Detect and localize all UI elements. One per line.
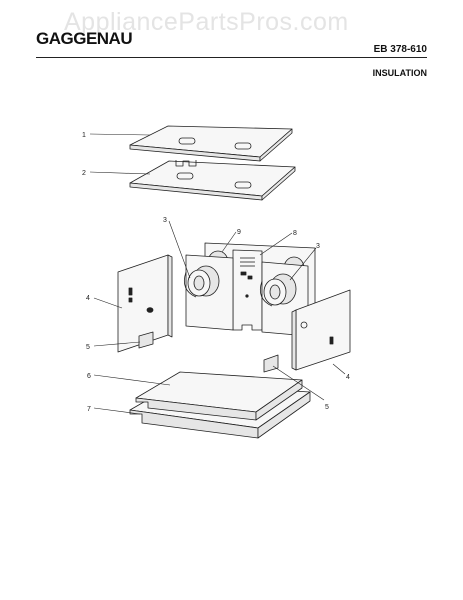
model-number: EB 378-610 <box>373 44 427 55</box>
callout-6: 6 <box>87 373 91 380</box>
header-rule <box>36 57 427 58</box>
callout-numbers: 1 2 3 9 8 3 4 5 4 6 5 7 <box>82 132 350 413</box>
part-1-top-insulation-panel <box>129 125 293 162</box>
callout-4-left: 4 <box>86 295 90 302</box>
part-4-left-side-panel <box>117 254 173 353</box>
leader-lines <box>89 133 346 415</box>
watermark: AppliancePartsPros.com <box>64 8 349 36</box>
part-2-insulation-panel <box>129 160 296 201</box>
callout-4-right: 4 <box>346 374 350 381</box>
callout-3-left: 3 <box>163 217 167 224</box>
callout-5-right: 5 <box>325 404 329 411</box>
callout-9: 9 <box>237 229 241 236</box>
callout-8: 8 <box>293 230 297 237</box>
callout-5-left: 5 <box>86 344 90 351</box>
part-8-center-divider <box>232 249 263 331</box>
part-5-right-pad <box>263 354 279 373</box>
callout-1: 1 <box>82 132 86 139</box>
part-6-floor-insulation-panel <box>135 371 303 421</box>
part-3-left-collar <box>183 265 220 298</box>
callout-3-right: 3 <box>316 243 320 250</box>
section-title: INSULATION <box>372 68 427 78</box>
callout-2: 2 <box>82 170 86 177</box>
part-5-left-pad <box>138 331 154 349</box>
brand-logo: GAGGENAU <box>36 29 133 48</box>
part-3-right-collar <box>259 273 297 307</box>
callout-7: 7 <box>87 406 91 413</box>
part-4-right-side-panel <box>291 289 351 371</box>
